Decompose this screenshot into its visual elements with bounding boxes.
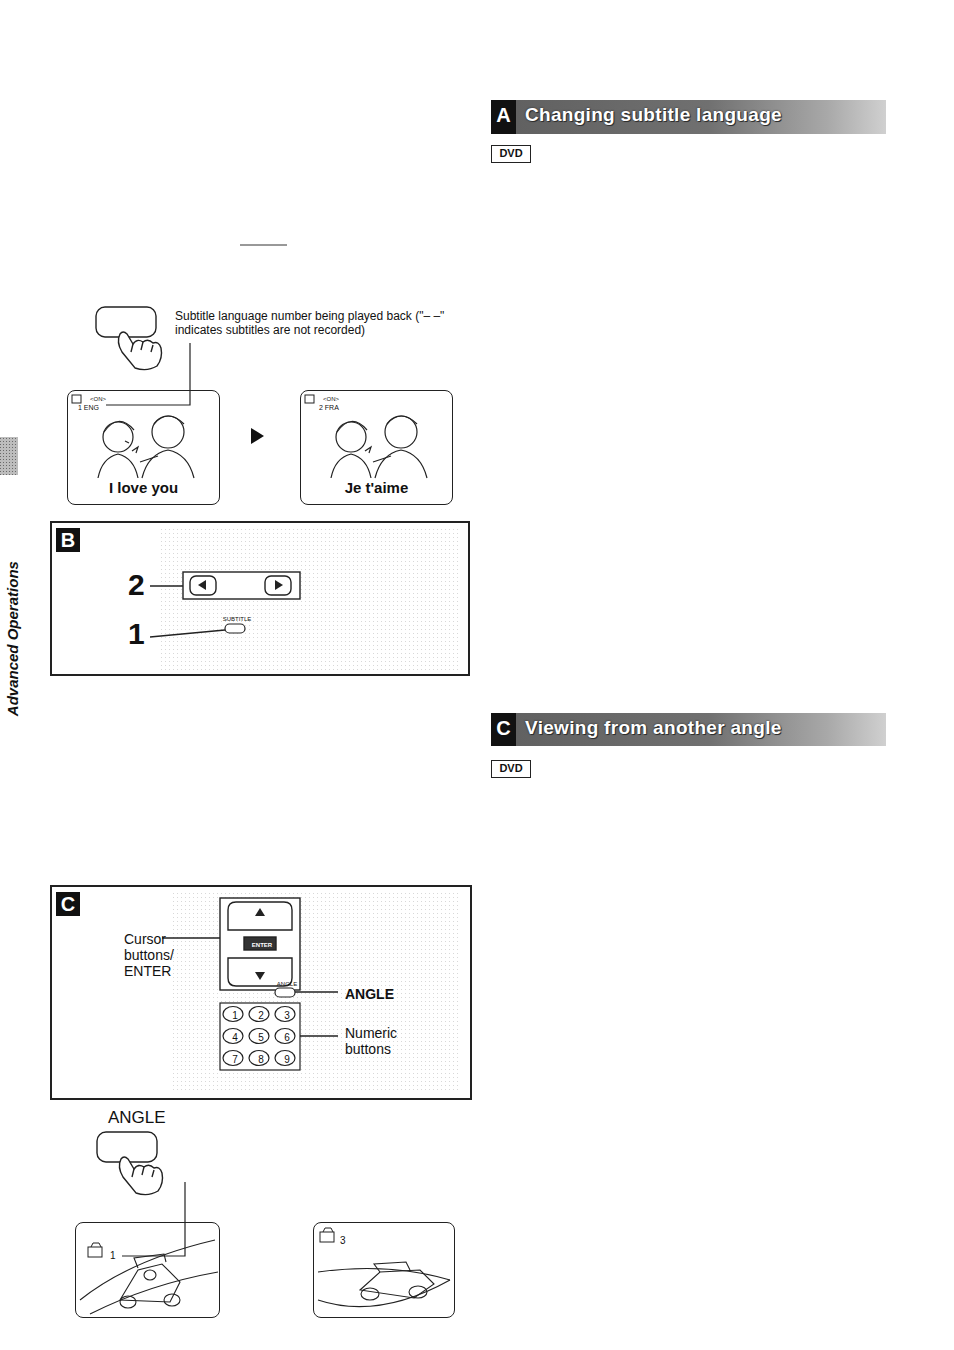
- node-text: I love you: [68, 479, 219, 496]
- leader-line: [295, 991, 338, 992]
- node-text: 2: [251, 1009, 271, 1023]
- tv-screen: 3: [313, 1222, 455, 1318]
- node-text: 8: [251, 1053, 271, 1067]
- disc-tag: DVD: [491, 760, 531, 778]
- leader-line: [122, 1182, 185, 1256]
- node-text: Cursor buttons/ ENTER: [124, 931, 190, 979]
- node-text: 3: [277, 1009, 297, 1023]
- section-header: C Viewing from another angle: [491, 713, 886, 746]
- node-text: 1: [110, 1250, 116, 1262]
- node-text: ANGLE: [272, 981, 302, 988]
- node-text: Changing subtitle language: [525, 104, 782, 126]
- tv-screen: <ON>1 ENG I love you: [67, 390, 220, 505]
- node-text: A: [491, 100, 516, 134]
- race-car: [318, 1262, 450, 1307]
- button-name: ANGLE: [108, 1108, 166, 1128]
- node-text: 4: [225, 1031, 245, 1045]
- node-text: <ON>: [323, 396, 339, 403]
- node-text: 1: [225, 1009, 245, 1023]
- angle-icon: [88, 1228, 334, 1257]
- leader-line: [162, 937, 220, 938]
- tv-screen: 1: [75, 1222, 220, 1318]
- leader-line: [150, 585, 183, 587]
- cursor-pad: [220, 898, 300, 990]
- couple-figure: [331, 416, 427, 478]
- node-text: 7: [225, 1053, 245, 1067]
- side-heading: Advanced Operations: [4, 534, 21, 744]
- hand-button: [96, 307, 162, 370]
- node-text: Je t'aime: [301, 479, 452, 496]
- node-text: ENTER: [246, 940, 278, 951]
- node-text: Viewing from another angle: [525, 717, 782, 739]
- remote-panel: B 2 1 SUBTITLE: [50, 521, 470, 676]
- node-text: 1 ENG: [78, 404, 99, 412]
- rule: [240, 245, 287, 246]
- couple-figure: [98, 416, 194, 478]
- subtitle-button: [225, 624, 245, 633]
- cursor-buttons: [183, 572, 300, 599]
- node-text: DVD: [492, 761, 530, 775]
- race-car: [80, 1240, 218, 1314]
- osd-icon: [305, 395, 314, 403]
- section-header: A Changing subtitle language: [491, 100, 886, 134]
- callout-note: Subtitle language number being played ba…: [175, 309, 460, 337]
- arrow-head: [251, 428, 264, 444]
- node-text: SUBTITLE: [217, 616, 257, 623]
- node-text: 9: [277, 1053, 297, 1067]
- node-text: 3: [340, 1235, 346, 1247]
- angle-button: [275, 988, 295, 997]
- tv-screen: <ON>2 FRA Je t'aime: [300, 390, 453, 505]
- texture: [160, 527, 460, 670]
- texture: [170, 891, 460, 1091]
- node-text: ANGLE: [345, 986, 394, 1002]
- disc-tag: DVD: [491, 145, 531, 163]
- leader-line: [300, 1035, 338, 1036]
- remote-panel: C Cursor buttons/ ENTER ENTER ANGLE ANGLE 123…: [50, 885, 472, 1100]
- leader-line: [106, 343, 190, 405]
- node-text: 2: [128, 568, 145, 603]
- node-text: <ON>: [90, 396, 106, 403]
- node-text: C: [491, 713, 516, 746]
- osd-icon: [72, 395, 81, 403]
- node-text: B: [56, 528, 80, 552]
- node-text: C: [56, 892, 80, 916]
- node-text: 2 FRA: [319, 404, 339, 412]
- node-text: Numeric buttons: [345, 1025, 417, 1057]
- node-text: 6: [277, 1031, 297, 1045]
- numeric-keypad: [220, 1003, 300, 1070]
- node-text: DVD: [492, 146, 530, 160]
- side-tab: [0, 437, 18, 475]
- node-text: 5: [251, 1031, 271, 1045]
- hand-button: [97, 1132, 163, 1195]
- leader-line: [150, 630, 225, 637]
- node-text: 1: [128, 617, 145, 652]
